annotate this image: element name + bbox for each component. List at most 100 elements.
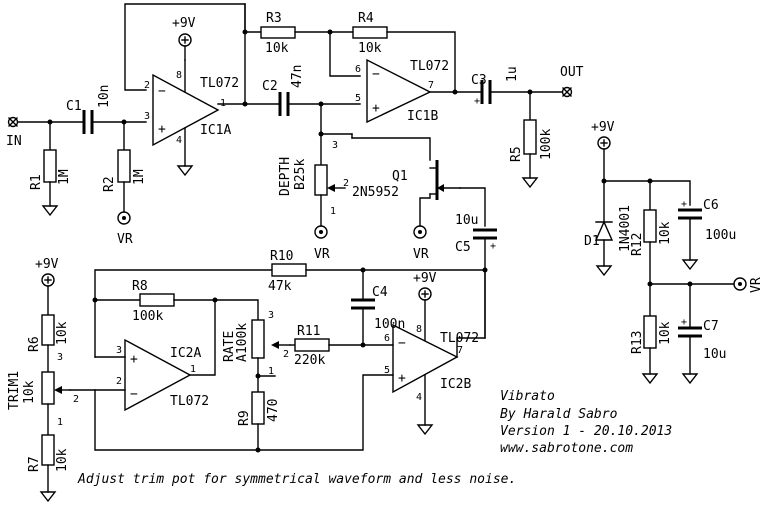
r2-label: R2 bbox=[102, 176, 117, 192]
capacitor-c5 bbox=[473, 228, 497, 240]
d1-value: 1N4001 bbox=[618, 205, 633, 252]
pin-label: 2 bbox=[283, 349, 289, 360]
r13-label: R13 bbox=[630, 331, 645, 354]
pin-label: 1 bbox=[330, 206, 336, 217]
jfet-q1 bbox=[429, 160, 461, 200]
wiper-arrow-icon bbox=[54, 386, 62, 394]
pin-label: 3 bbox=[268, 310, 274, 321]
c2-value: 47n bbox=[290, 65, 305, 88]
r1-label: R1 bbox=[29, 174, 44, 190]
resistor-r8 bbox=[139, 293, 175, 307]
r3-label: R3 bbox=[266, 11, 282, 26]
resistor-r10 bbox=[271, 263, 307, 277]
ic1b-minus: − bbox=[372, 67, 380, 82]
trim-instruction-note: Adjust trim pot for symmetrical waveform… bbox=[77, 472, 516, 487]
capacitor-c2 bbox=[278, 92, 290, 116]
capacitor-c7 bbox=[678, 326, 702, 338]
out-label: OUT bbox=[560, 65, 584, 80]
pin-label: 3 bbox=[332, 140, 338, 151]
pin-label: 3 bbox=[144, 111, 150, 122]
capacitor-c6 bbox=[678, 208, 702, 220]
ic2a-label: IC2A bbox=[170, 346, 201, 361]
capacitor-c4 bbox=[351, 298, 375, 310]
c3-value: 1u bbox=[505, 66, 520, 82]
ic2b-type: TL072 bbox=[440, 331, 479, 346]
ic2a-plus: + bbox=[130, 352, 138, 367]
ground-icon bbox=[681, 259, 699, 271]
wiper-arrow-icon bbox=[327, 184, 335, 192]
r4-label: R4 bbox=[358, 11, 374, 26]
c1-value: 10n bbox=[97, 85, 112, 108]
trim-potentiometer bbox=[41, 371, 55, 405]
wire bbox=[173, 299, 259, 321]
v9-label: +9V bbox=[35, 257, 59, 272]
ground-icon bbox=[41, 205, 59, 217]
ic2b-label: IC2B bbox=[440, 377, 471, 392]
r11-label: R11 bbox=[297, 324, 320, 339]
input-jack bbox=[7, 116, 19, 128]
resistor-r4 bbox=[352, 26, 388, 39]
ground-icon bbox=[595, 265, 613, 277]
rate-label: RATE bbox=[222, 331, 237, 362]
r7-label: R7 bbox=[27, 456, 42, 472]
ground-icon bbox=[681, 373, 699, 385]
wire bbox=[329, 31, 361, 77]
resistor-r5 bbox=[523, 119, 537, 155]
ic1a-minus: − bbox=[158, 84, 166, 99]
wiper-arrow-icon bbox=[271, 341, 279, 349]
wire bbox=[603, 148, 691, 206]
c7-label: C7 bbox=[703, 319, 719, 334]
plus-sign: + bbox=[681, 199, 687, 210]
ic2b-minus: − bbox=[398, 336, 406, 351]
r8-value: 100k bbox=[132, 309, 163, 324]
vr-node-icon bbox=[733, 277, 747, 291]
vr-label: VR bbox=[749, 277, 764, 293]
depth-potentiometer bbox=[314, 164, 328, 196]
c6-label: C6 bbox=[703, 198, 719, 213]
r9-label: R9 bbox=[237, 410, 252, 426]
wire bbox=[94, 374, 394, 451]
pin-label: 2 bbox=[144, 80, 150, 91]
ground-icon bbox=[39, 491, 57, 503]
ic1b-plus: + bbox=[372, 101, 380, 116]
c4-label: C4 bbox=[372, 285, 388, 300]
opamp-ic1b bbox=[366, 58, 432, 124]
pin-label: 1 bbox=[57, 417, 63, 428]
r7-value: 10k bbox=[55, 448, 70, 472]
pin-label: 3 bbox=[116, 345, 122, 356]
resistor-r11 bbox=[294, 338, 330, 352]
r6-label: R6 bbox=[27, 336, 42, 352]
resistor-r2 bbox=[117, 149, 131, 183]
depth-label: DEPTH bbox=[278, 157, 293, 196]
wire bbox=[124, 3, 246, 105]
v9-label: +9V bbox=[413, 271, 437, 286]
ic2a-type: TL072 bbox=[170, 394, 209, 409]
vr-node-icon bbox=[314, 225, 328, 239]
ic2b-plus: + bbox=[398, 371, 406, 386]
c7-value: 10u bbox=[703, 347, 726, 362]
pin-label: 5 bbox=[355, 93, 361, 104]
c1-label: C1 bbox=[66, 99, 82, 114]
in-label: IN bbox=[6, 134, 22, 149]
ground-icon bbox=[641, 373, 659, 385]
r5-label: R5 bbox=[509, 146, 524, 162]
pin-label: 6 bbox=[384, 333, 390, 344]
resistor-r13 bbox=[643, 315, 657, 349]
r2-value: 1M bbox=[132, 169, 147, 185]
plus-sign: + bbox=[490, 241, 496, 252]
v9-label: +9V bbox=[172, 16, 196, 31]
r12-value: 10k bbox=[658, 221, 673, 245]
vr-node-icon bbox=[117, 211, 131, 225]
resistor-r12 bbox=[643, 209, 657, 243]
pin-label: 7 bbox=[428, 80, 434, 91]
vr-label: VR bbox=[314, 247, 330, 262]
ic1a-plus: + bbox=[158, 122, 166, 137]
ic1b-label: IC1B bbox=[407, 109, 438, 124]
ground-icon bbox=[521, 177, 539, 189]
v9-label: +9V bbox=[591, 120, 615, 135]
trim1-value: 10k bbox=[22, 380, 37, 404]
c6-value: 100u bbox=[705, 228, 736, 243]
resistor-r1 bbox=[43, 149, 57, 183]
credits-website: www.sabrotone.com bbox=[500, 441, 633, 456]
